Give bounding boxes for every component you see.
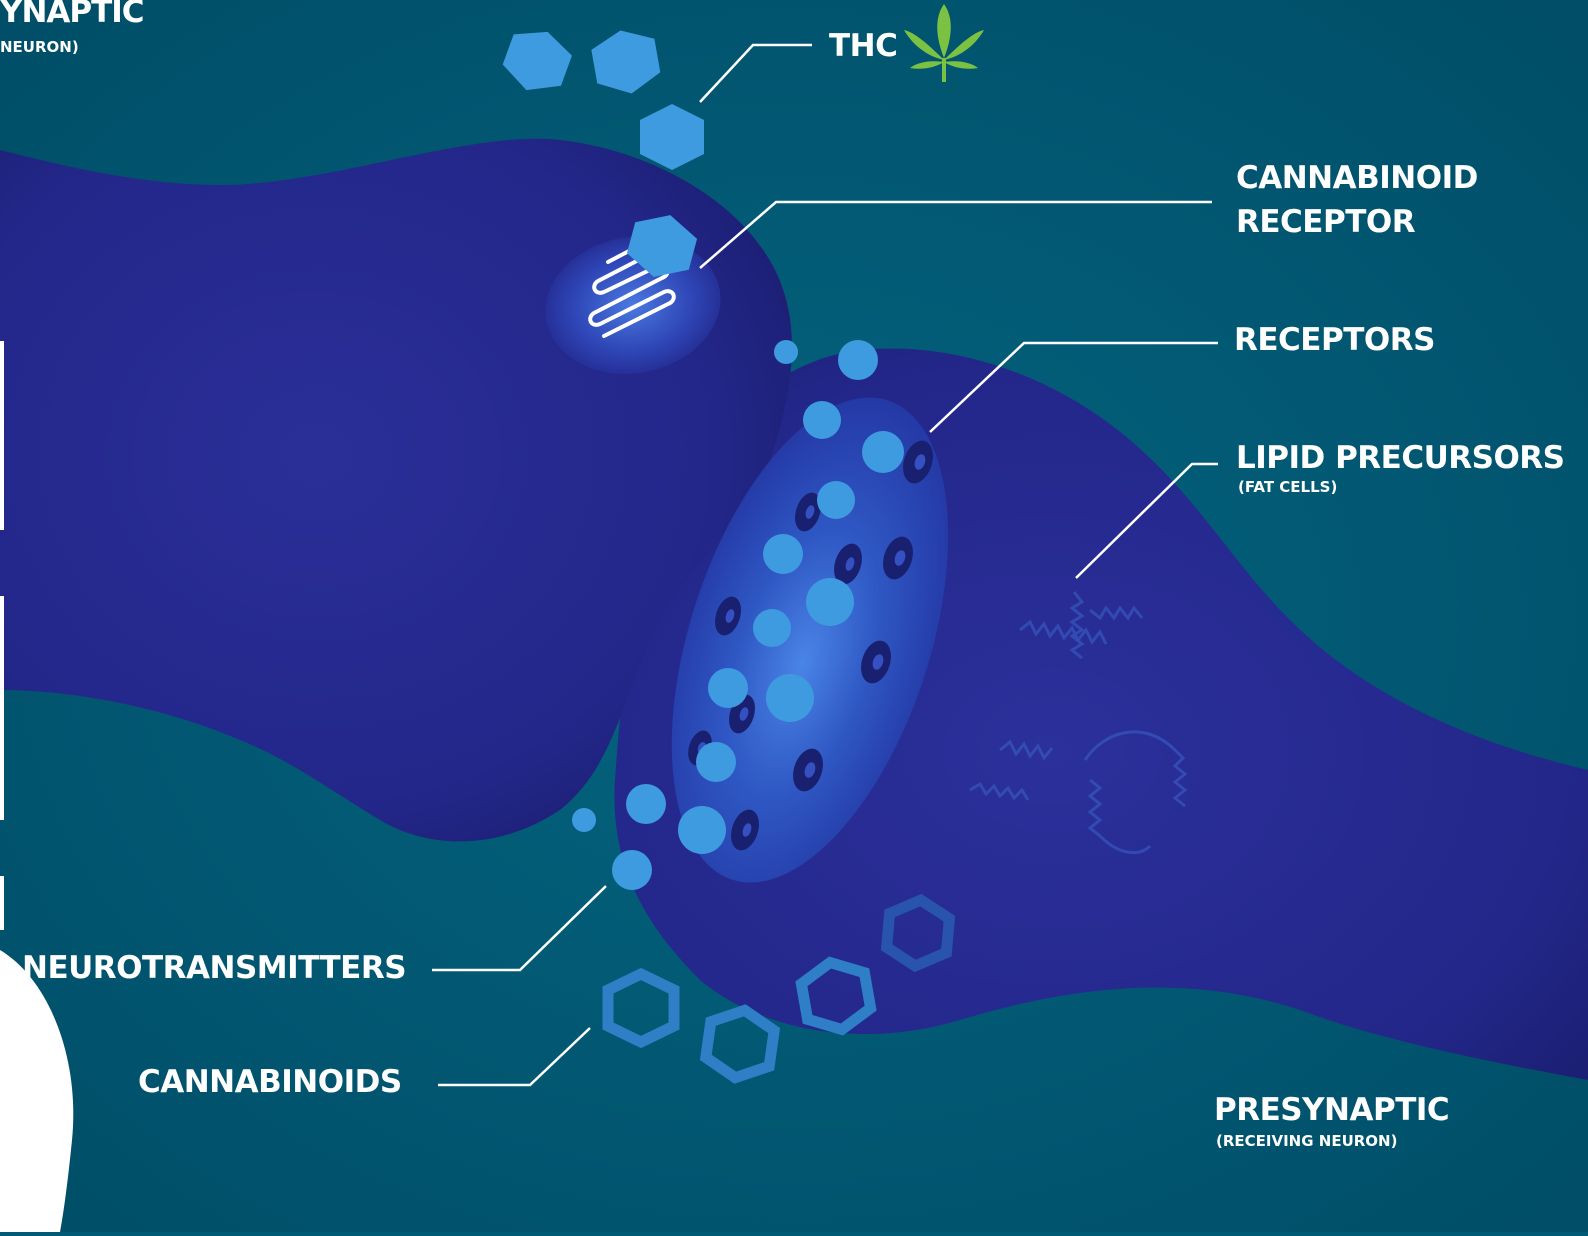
thc-label: THC [829, 28, 897, 64]
cannabinoids-label: CANNABINOIDS [138, 1064, 402, 1100]
cannabinoid-receptor-label-line2: RECEPTOR [1236, 204, 1415, 240]
neurotransmitters-label: NEUROTRANSMITTERS [22, 950, 406, 986]
presynaptic-title: PRESYNAPTIC [1214, 1092, 1449, 1128]
lipid-precursors-sublabel: (FAT CELLS) [1238, 478, 1337, 496]
receptors-label: RECEPTORS [1234, 322, 1435, 358]
lipid-precursors-label: LIPID PRECURSORS [1236, 440, 1565, 476]
postsynaptic-title: YNAPTIC [0, 0, 144, 30]
presynaptic-subtitle: (RECEIVING NEURON) [1216, 1132, 1397, 1150]
cannabinoid-receptor-label-line1: CANNABINOID [1236, 160, 1478, 196]
postsynaptic-subtitle: NEURON) [0, 38, 79, 56]
